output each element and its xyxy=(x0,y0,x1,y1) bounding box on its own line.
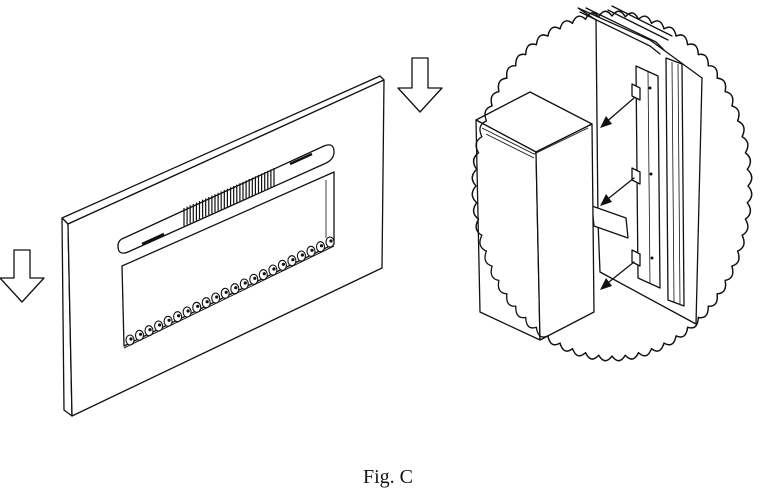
control-knob-right xyxy=(289,152,313,166)
wall-rail-top-2 xyxy=(585,7,665,51)
install-arrow-icon-3 xyxy=(600,261,635,290)
ember-log-dot xyxy=(234,286,238,290)
corner-block-side xyxy=(535,123,595,341)
bracket-tab-1 xyxy=(631,83,641,101)
ember-log-dot xyxy=(300,253,304,257)
ember-log-dot xyxy=(281,262,285,266)
ember-log-dot xyxy=(253,276,257,280)
ember-log-dot xyxy=(215,295,219,299)
ember-log-dot xyxy=(272,267,276,271)
ember-log-dot xyxy=(177,314,181,318)
ember-log-dot xyxy=(310,248,314,252)
wall-channel xyxy=(665,57,685,307)
ember-log-dot xyxy=(262,272,266,276)
mounting-bracket xyxy=(631,65,661,289)
control-strip xyxy=(117,144,335,254)
wall-bracket-detail-view xyxy=(471,5,753,362)
ember-log-dot xyxy=(129,337,133,341)
bracket-tab-2 xyxy=(631,167,641,185)
heater-vent-grille xyxy=(183,168,275,226)
ember-log-dot xyxy=(138,332,143,336)
ember-log-dot xyxy=(167,318,171,322)
ember-log-dot xyxy=(291,258,295,262)
wall-rail-top-1 xyxy=(579,11,661,55)
fireplace-unit xyxy=(61,75,385,417)
ember-log-dot xyxy=(158,323,162,327)
install-arrow-icon-2 xyxy=(600,177,635,206)
fireplace-front-panel xyxy=(67,79,385,417)
log-base-line xyxy=(123,245,335,349)
ember-log-dot xyxy=(205,300,209,304)
corner-block-front xyxy=(475,119,541,341)
ember-log-dot xyxy=(243,281,247,285)
fireplace-corner-block xyxy=(475,91,595,341)
ember-log-dot xyxy=(319,244,324,248)
figure-caption: Fig. C xyxy=(362,466,414,488)
ember-log-row xyxy=(123,236,335,349)
ember-log-dot xyxy=(196,304,200,308)
wall-rail-top-4 xyxy=(611,5,673,37)
wall-rail-top-3 xyxy=(607,9,669,41)
ember-log-dot xyxy=(224,290,228,294)
detail-cloud-edge xyxy=(471,10,753,362)
control-knob-left xyxy=(141,232,165,246)
down-arrow-icon-left xyxy=(0,249,45,303)
ember-log-dot xyxy=(186,309,190,313)
ember-log-dot xyxy=(148,328,152,332)
install-arrow-icon-1 xyxy=(600,97,635,128)
ember-log-dot xyxy=(329,239,333,243)
down-arrow-icon-top xyxy=(397,57,443,113)
